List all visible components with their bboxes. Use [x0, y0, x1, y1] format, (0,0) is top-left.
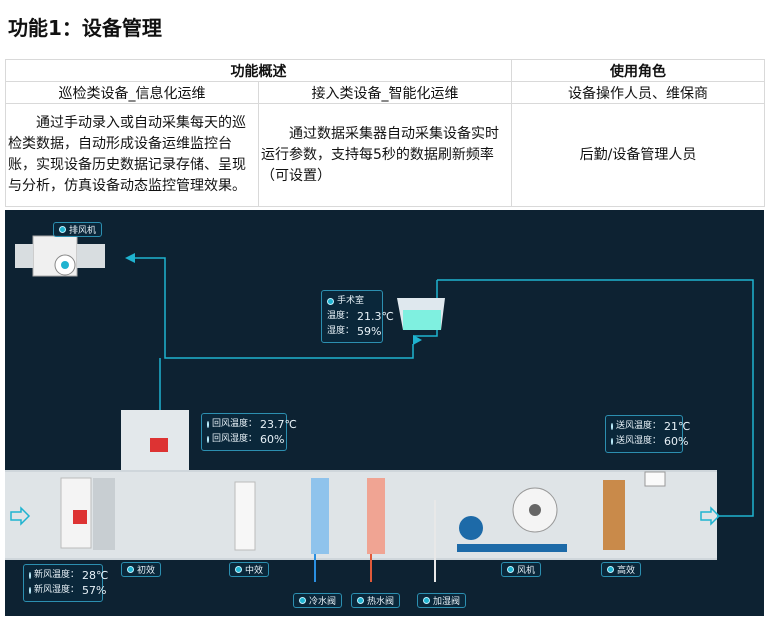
- status-dot-icon: [607, 566, 614, 573]
- overview-table: 功能概述 使用角色 巡检类设备_信息化运维 接入类设备_智能化运维 设备操作人员…: [5, 59, 765, 207]
- hot-valve-label: 热水阀: [351, 593, 401, 608]
- header-roles: 使用角色: [511, 59, 765, 82]
- status-dot-icon: [59, 226, 66, 233]
- exhaust-fan-unit: [15, 235, 105, 277]
- col2-text: 通过数据采集器自动采集设备实时运行参数，支持每5秒的数据刷新频率（可设置）: [258, 103, 512, 207]
- status-dot-icon: [29, 572, 31, 579]
- col1-title: 巡检类设备_信息化运维: [5, 81, 259, 104]
- status-dot-icon: [127, 566, 134, 573]
- status-dot-icon: [423, 597, 430, 604]
- col3-title: 设备操作人员、维保商: [511, 81, 765, 104]
- status-dot-icon: [507, 566, 514, 573]
- status-dot-icon: [327, 298, 334, 305]
- status-dot-icon: [207, 421, 209, 428]
- cold-valve-label: 冷水阀: [293, 593, 343, 608]
- col3-text: 后勤/设备管理人员: [511, 103, 765, 207]
- fan-label: 风机: [501, 562, 542, 577]
- operating-room-unit: [397, 298, 445, 330]
- fresh-air-readout: 新风温度：28℃ 新风湿度：57%: [23, 564, 108, 602]
- ahu-diagram: 排风机 手术室 温度：21.3℃ 湿度：59% 回风温度：23.7℃ 回风湿度：…: [5, 210, 764, 616]
- air-arrows: [10, 506, 721, 526]
- hepa-filter-label: 高效: [601, 562, 642, 577]
- status-dot-icon: [611, 423, 613, 430]
- valve-pipes: [314, 500, 436, 582]
- status-dot-icon: [29, 587, 31, 594]
- medium-filter-label: 中效: [229, 562, 270, 577]
- ahu-body: [5, 410, 717, 560]
- status-dot-icon: [299, 597, 306, 604]
- status-dot-icon: [235, 566, 242, 573]
- operating-room-readout: 手术室 温度：21.3℃ 湿度：59%: [321, 290, 394, 343]
- col2-title: 接入类设备_智能化运维: [258, 81, 512, 104]
- supply-air-readout: 送风温度：21℃ 送风湿度：60%: [605, 415, 690, 453]
- humidifier-valve-label: 加湿阀: [417, 593, 467, 608]
- col1-text: 通过手动录入或自动采集每天的巡检类数据，自动形成设备运维监控台账，实现设备历史数…: [5, 103, 259, 207]
- exhaust-fan-label: 排风机: [53, 222, 103, 237]
- ahu-schematic: [5, 235, 754, 582]
- page-title: 功能1：设备管理: [8, 16, 162, 40]
- primary-filter-label: 初效: [121, 562, 162, 577]
- status-dot-icon: [207, 436, 209, 443]
- status-dot-icon: [357, 597, 364, 604]
- return-air-readout: 回风温度：23.7℃ 回风湿度：60%: [201, 413, 297, 451]
- header-overview: 功能概述: [5, 59, 512, 82]
- status-dot-icon: [611, 438, 613, 445]
